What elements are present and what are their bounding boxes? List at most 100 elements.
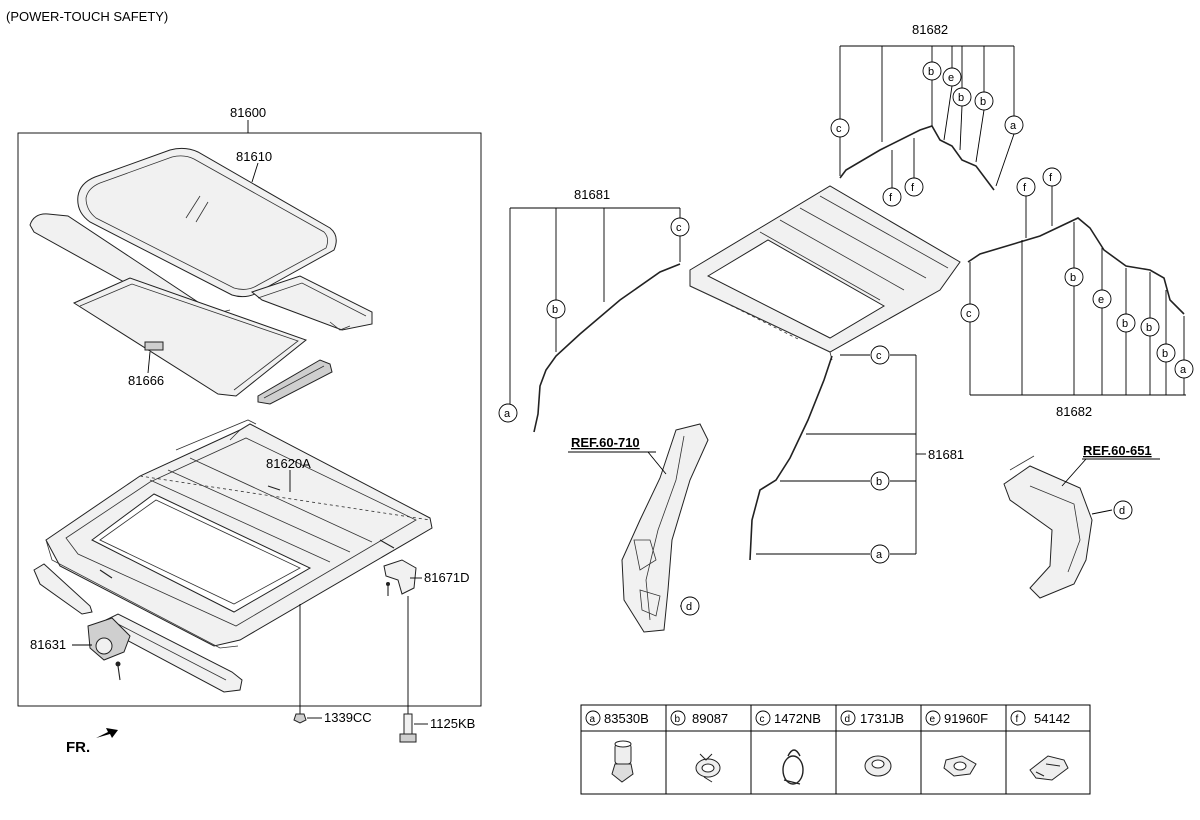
svg-text:b: b [980, 96, 986, 108]
front-direction: FR. [66, 728, 118, 756]
svg-text:f: f [1016, 714, 1019, 725]
callout-a: a [498, 403, 518, 423]
part-label-glass: 81610 [236, 149, 272, 164]
callout-f: f [1016, 177, 1036, 197]
callout-b: b [922, 61, 942, 81]
svg-text:f: f [1049, 172, 1053, 184]
callout-b: b [1140, 317, 1160, 337]
callout-d: d [1113, 500, 1133, 520]
svg-text:c: c [836, 123, 842, 135]
drain-hose-rear-right: 81682 [967, 186, 1186, 419]
svg-text:c: c [760, 714, 765, 725]
callout-a: a [870, 544, 890, 564]
svg-text:c: c [676, 222, 682, 234]
legend-table: a 83530B b 89087 c 1472NB d 1731JB e 919… [580, 704, 1091, 795]
bracket [383, 559, 417, 596]
ref-label-left: REF.60-710 [571, 435, 640, 450]
svg-text:54142: 54142 [1034, 711, 1070, 726]
svg-text:b: b [675, 714, 681, 725]
callout-b: b [1116, 313, 1136, 333]
svg-text:d: d [845, 714, 851, 725]
part-label-front-hose-left: 81681 [574, 187, 610, 202]
callout-a: a [1174, 359, 1194, 379]
callout-d: d [680, 596, 700, 616]
legend-header-b: b 89087 [670, 710, 728, 726]
svg-text:f: f [911, 182, 915, 194]
callout-b: b [546, 299, 566, 319]
legend-header-a: a 83530B [585, 710, 649, 726]
callout-e: e [942, 67, 962, 87]
callout-b: b [974, 91, 994, 111]
front-label: FR. [66, 739, 90, 756]
callout-a: a [1004, 115, 1024, 135]
svg-text:e: e [1098, 294, 1104, 306]
svg-text:b: b [552, 304, 558, 316]
drain-hose-rear-top: 81682 [839, 22, 1015, 191]
svg-text:a: a [1010, 120, 1017, 132]
svg-text:b: b [1162, 348, 1168, 360]
callout-c: c [670, 217, 690, 237]
svg-text:f: f [1023, 182, 1027, 194]
roof-frame-center [689, 185, 961, 361]
header-caption: (POWER-TOUCH SAFETY) [6, 9, 168, 24]
svg-text:c: c [966, 308, 972, 320]
drain-hose-front-lower: 81681 [749, 354, 964, 561]
sunroof-frame [45, 419, 433, 649]
part-label-motor: 81631 [30, 637, 66, 652]
callout-f: f [904, 177, 924, 197]
svg-text:1731JB: 1731JB [860, 711, 904, 726]
part-label-front-hose-lower: 81681 [928, 447, 964, 462]
callout-c: c [830, 118, 850, 138]
part-label-bolt-small: 1339CC [324, 710, 372, 725]
callout-f: f [1042, 167, 1062, 187]
svg-text:b: b [1146, 322, 1152, 334]
legend-header-f: f 54142 [1010, 710, 1070, 726]
assembly-number: 81600 [230, 105, 266, 120]
svg-text:b: b [928, 66, 934, 78]
part-label-rear-hose-bottom: 81682 [1056, 404, 1092, 419]
svg-text:b: b [1122, 318, 1128, 330]
wire-clip-icon [782, 749, 804, 785]
callout-c: c [960, 303, 980, 323]
svg-text:1472NB: 1472NB [774, 711, 821, 726]
hose-clip-icon [943, 755, 977, 777]
sunshade [72, 275, 373, 405]
svg-text:b: b [958, 92, 964, 104]
callout-b: b [952, 87, 972, 107]
svg-text:91960F: 91960F [944, 711, 988, 726]
legend-header-d: d 1731JB [840, 710, 904, 726]
svg-text:a: a [590, 714, 596, 725]
svg-text:a: a [504, 408, 511, 420]
part-label-frame: 81620A [266, 456, 311, 471]
side-guide-left [33, 563, 93, 615]
svg-text:83530B: 83530B [604, 711, 649, 726]
svg-text:a: a [1180, 364, 1187, 376]
callout-f: f [882, 187, 902, 207]
svg-text:d: d [1119, 505, 1125, 517]
front-arrow-icon [96, 728, 118, 738]
legend-header-e: e 91960F [925, 710, 988, 726]
svg-text:f: f [889, 192, 893, 204]
hose-clamp-icon [695, 753, 721, 783]
sunroof-assembly-group: 81600 81610 81666 [17, 105, 482, 717]
drain-plug-icon [611, 740, 634, 783]
part-label-bracket: 81671D [424, 570, 470, 585]
ref-pillar-right [1003, 455, 1113, 599]
part-label-bolt-large: 1125KB [430, 716, 475, 731]
svg-text:d: d [686, 601, 692, 613]
bolt-1339cc [293, 713, 322, 724]
callouts: c b e b b a f f f f c b e b b b a c b a … [498, 61, 1194, 616]
callout-b: b [870, 471, 890, 491]
assembly-box [17, 132, 482, 707]
drain-hose-front-left: 81681 [509, 187, 681, 433]
grommet-icon [864, 755, 892, 777]
callout-b: b [1156, 343, 1176, 363]
svg-text:e: e [930, 714, 936, 725]
ref-label-right: REF.60-651 [1083, 443, 1152, 458]
bracket-clip-icon [1029, 755, 1069, 781]
bolt-1125kb [399, 713, 428, 743]
callout-c: c [870, 345, 890, 365]
svg-text:a: a [876, 549, 883, 561]
part-label-shade: 81666 [128, 373, 164, 388]
part-label-rear-hose-top: 81682 [912, 22, 948, 37]
